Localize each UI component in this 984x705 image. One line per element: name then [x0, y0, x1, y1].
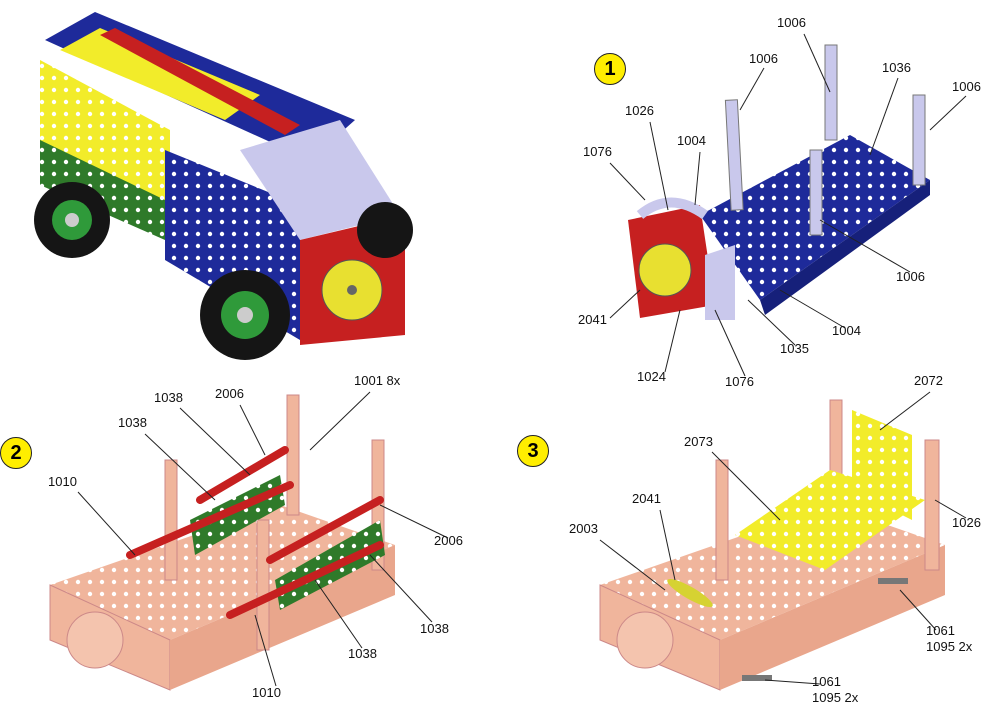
part-label: 2006	[215, 386, 244, 401]
part-label: 2073	[684, 434, 713, 449]
part-label: 2072	[914, 373, 943, 388]
step-3-badge: 3	[517, 435, 549, 467]
part-label: 1035	[780, 341, 809, 356]
step-3-model	[599, 399, 945, 691]
part-label: 1061	[926, 623, 955, 638]
step-1-badge: 1	[594, 53, 626, 85]
part-label: 1006	[749, 51, 778, 66]
part-label: 1036	[882, 60, 911, 75]
part-label: 2041	[578, 312, 607, 327]
part-label: 1038	[154, 390, 183, 405]
part-label: 2041	[632, 491, 661, 506]
step-1-model	[628, 44, 930, 320]
part-label: 2003	[569, 521, 598, 536]
part-label: 1004	[832, 323, 861, 338]
part-label: 2006	[434, 533, 463, 548]
part-label: 1006	[952, 79, 981, 94]
part-label: 1076	[583, 144, 612, 159]
part-label: 1010	[48, 474, 77, 489]
part-label: 1026	[625, 103, 654, 118]
part-label: 1010	[252, 685, 281, 700]
part-label: 1038	[348, 646, 377, 661]
part-label: 1001 8x	[354, 373, 401, 388]
part-label: 1006	[896, 269, 925, 284]
part-label: 1026	[952, 515, 981, 530]
part-label: 1061	[812, 674, 841, 689]
leader-lines	[77, 33, 967, 687]
step-2-badge: 2	[0, 437, 32, 469]
part-label: 1038	[420, 621, 449, 636]
part-label: 1006	[777, 15, 806, 30]
part-label: 1076	[725, 374, 754, 389]
part-label: 1095 2x	[812, 690, 859, 705]
step-2-model	[49, 394, 395, 691]
completed-car-model	[34, 12, 413, 360]
part-label: 1095 2x	[926, 639, 973, 654]
part-label: 1024	[637, 369, 666, 384]
part-label: 1004	[677, 133, 706, 148]
part-label: 1038	[118, 415, 147, 430]
